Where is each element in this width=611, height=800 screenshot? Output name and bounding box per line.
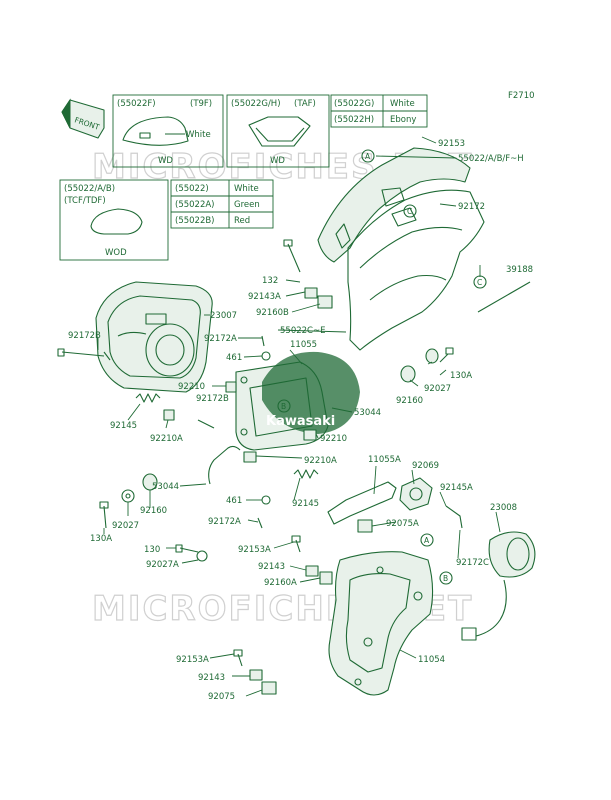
label-53044-right: 53044	[354, 408, 381, 418]
label-130a-left: 130A	[90, 534, 112, 544]
headlight-assembly	[95, 281, 213, 393]
box5-row3-code: (55022B)	[175, 216, 215, 226]
label-11055a: 11055A	[368, 455, 401, 465]
label-92172-top: 92172	[458, 202, 485, 212]
variant-box-55022ab: (55022/A/B) (TCF/TDF) WOD	[59, 179, 169, 261]
label-130: 130	[144, 545, 160, 555]
label-92027-right: 92027	[424, 384, 451, 394]
turn-signal	[461, 531, 536, 641]
label-55022: 55022/A/B/F~H	[458, 154, 524, 164]
label-92160-right: 92160	[396, 396, 423, 406]
box1-suffix: (T9F)	[190, 99, 212, 109]
label-11055: 11055	[290, 340, 317, 350]
label-92145-mid: 92145	[292, 499, 319, 509]
label-53044-left: 53044	[152, 482, 179, 492]
label-92210a-left: 92210A	[150, 434, 183, 444]
main-stay	[328, 551, 434, 696]
label-92172b-mid: 92172B	[196, 394, 229, 404]
callout-c-top: C	[407, 207, 412, 216]
box3-row1-color: White	[390, 99, 415, 109]
label-23007: 23007	[210, 311, 237, 321]
front-arrow-icon: FRONT	[61, 98, 105, 139]
label-92145a: 92145A	[440, 483, 473, 493]
brand-logo: Kawasaki	[262, 351, 360, 434]
box3-row2-color: Ebony	[390, 115, 416, 125]
label-39188: 39188	[506, 265, 533, 275]
color-table-55022gh: (55022G) White (55022H) Ebony	[330, 94, 428, 128]
svg-text:Kawasaki: Kawasaki	[266, 414, 335, 429]
label-92153-top: 92153	[438, 139, 465, 149]
box1-tag: WD	[158, 156, 173, 166]
label-92210a-mid: 92210A	[304, 456, 337, 466]
label-92160a: 92160A	[264, 578, 297, 588]
harness-tube	[208, 445, 241, 485]
callout-markers: A C C B A B	[277, 149, 487, 585]
box5-row1-code: (55022)	[175, 184, 209, 194]
box4-suffix: (TCF/TDF)	[64, 196, 106, 206]
label-92075a: 92075A	[386, 519, 419, 529]
label-130a-right: 130A	[450, 371, 472, 381]
callout-c-right: C	[477, 278, 482, 287]
callout-b-bottom: B	[443, 574, 448, 583]
box3-row1-code: (55022G)	[334, 99, 374, 109]
box2-tag: WD	[270, 156, 285, 166]
trim-strip	[477, 281, 531, 313]
small-bracket	[327, 481, 397, 525]
label-92143-bottom: 92143	[198, 673, 225, 683]
label-92172c: 92172C	[456, 558, 489, 568]
callout-b-mid: B	[281, 402, 286, 411]
box1-color: White	[186, 130, 211, 140]
label-92172a-top: 92172A	[204, 334, 237, 344]
label-461-top: 461	[226, 353, 242, 363]
label-23008: 23008	[490, 503, 517, 513]
variant-box-55022gh: (55022G/H) (TAF) WD	[226, 94, 330, 168]
label-92153a-mid: 92153A	[238, 545, 271, 555]
label-55022c: 55022C~E	[280, 326, 325, 336]
leader-lines	[97, 136, 501, 697]
label-11054: 11054	[418, 655, 445, 665]
box5-row2-code: (55022A)	[175, 200, 215, 210]
label-92069: 92069	[412, 461, 439, 471]
upper-cowl	[317, 147, 485, 351]
small-hardware	[57, 239, 463, 695]
label-92160-left: 92160	[140, 506, 167, 516]
label-92143: 92143	[258, 562, 285, 572]
label-92172a-bottom: 92172A	[208, 517, 241, 527]
label-92143a-top: 92143A	[248, 292, 281, 302]
label-461-bottom: 461	[226, 496, 242, 506]
label-92210-left: 92210	[178, 382, 205, 392]
box2-code: (55022G/H)	[231, 99, 281, 109]
label-92210-right: 92210	[320, 434, 347, 444]
box2-suffix: (TAF)	[294, 99, 316, 109]
box5-row2-color: Green	[234, 200, 260, 210]
callout-a-bottom: A	[424, 536, 430, 545]
label-92027a: 92027A	[146, 560, 179, 570]
box4-code: (55022/A/B)	[64, 184, 115, 194]
callout-a-top: A	[365, 152, 371, 161]
box5-row1-color: White	[234, 184, 259, 194]
label-92027-left: 92027	[112, 521, 139, 531]
part-number-labels: 92153 55022/A/B/F~H 92172 39188 132 9214…	[68, 139, 533, 702]
box3-row2-code: (55022H)	[334, 115, 374, 125]
figure-code: F2710	[508, 91, 535, 101]
variant-box-55022f: (55022F) (T9F) White WD	[112, 94, 224, 168]
label-92145-left: 92145	[110, 421, 137, 431]
socket-relay	[399, 477, 433, 511]
label-92172b-left: 92172B	[68, 331, 101, 341]
label-92153a-bottom: 92153A	[176, 655, 209, 665]
box4-tag: WOD	[105, 248, 127, 258]
box5-row3-color: Red	[234, 216, 250, 226]
label-92075: 92075	[208, 692, 235, 702]
label-92160b: 92160B	[256, 308, 289, 318]
box1-code: (55022F)	[117, 99, 156, 109]
color-table-55022: (55022) White (55022A) Green (55022B) Re…	[170, 179, 274, 229]
label-132: 132	[262, 276, 278, 286]
